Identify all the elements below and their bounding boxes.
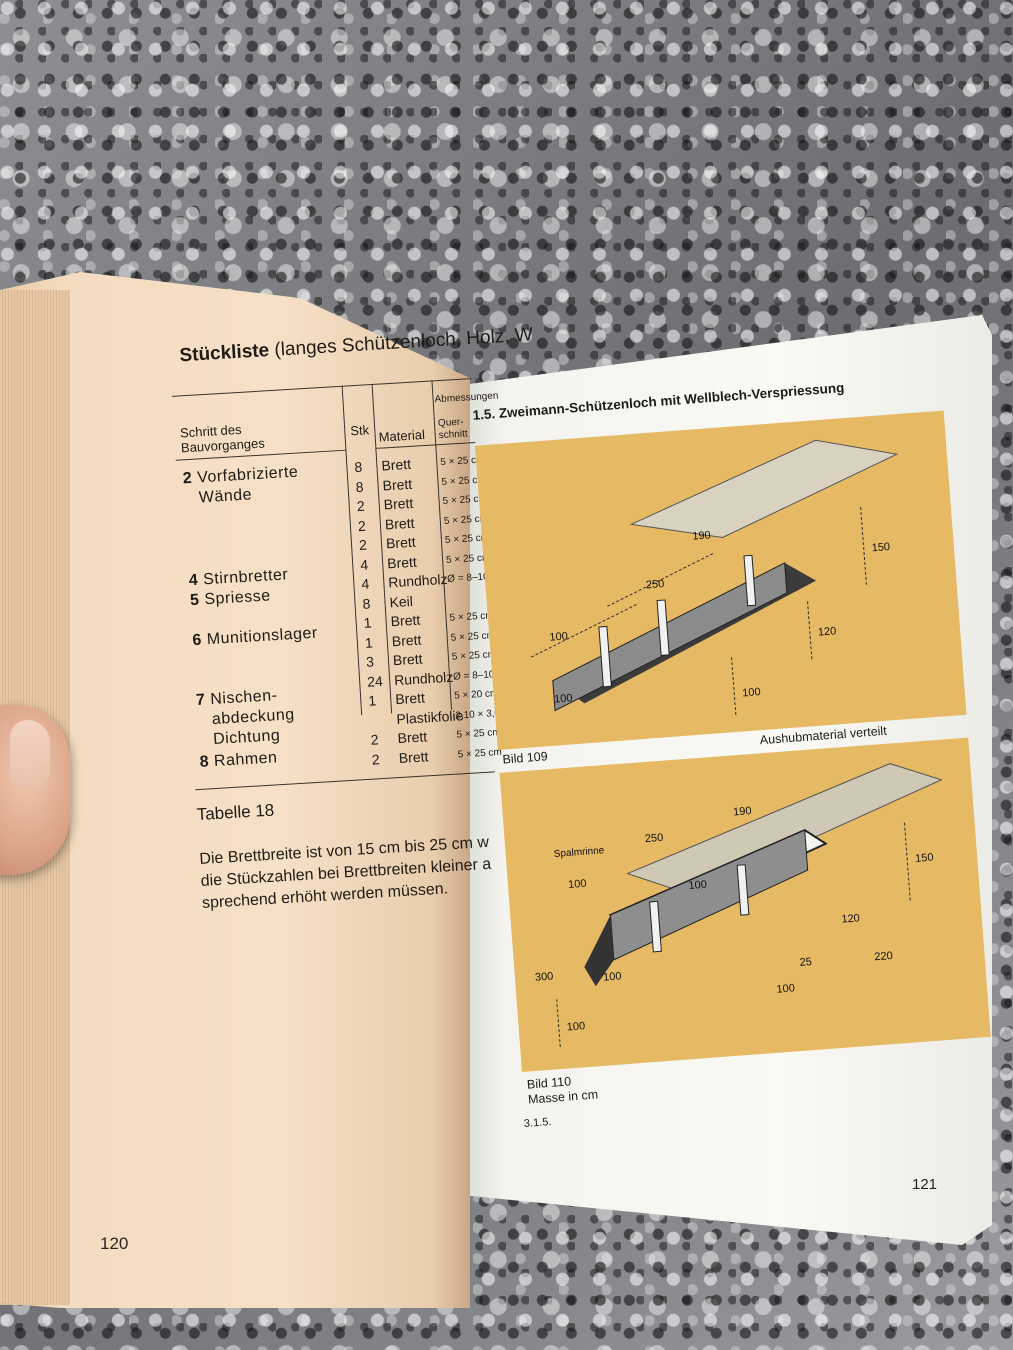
row-qty: 8 (362, 594, 371, 612)
header-qty: Stk (349, 422, 370, 439)
table-top-rule (171, 378, 472, 397)
left-page-number: 120 (100, 1234, 129, 1253)
row-qty: 2 (358, 536, 368, 554)
row-material: Brett (380, 455, 412, 474)
figure-110: 190 250 100 100 150 120 25 100 220 300 1… (499, 737, 991, 1073)
trench-illustration-1: 190 250 100 150 120 100 100 (530, 439, 899, 718)
dim-line-100b (731, 657, 737, 718)
table-caption: Tabelle 18 (196, 800, 275, 825)
header-material: Material (378, 426, 426, 445)
row-material: Brett (383, 494, 414, 513)
dim-label: 100 (603, 970, 622, 983)
dim-line-150 (860, 507, 868, 587)
spoil-heap (629, 439, 899, 539)
section-footer-ref: 3.1.5. (523, 1116, 552, 1131)
row-qty: 1 (367, 692, 377, 709)
row-material: Rundholz (393, 668, 454, 688)
row-material: Brett (398, 747, 429, 766)
dim-label: 100 (568, 878, 587, 891)
dim-label: 150 (871, 541, 890, 554)
step-2: 2 Vorfabrizierte Wände (182, 463, 299, 507)
dim-label: 100 (776, 982, 795, 995)
row-material: Brett (394, 689, 426, 708)
row-qty: 2 (356, 497, 366, 515)
dim-label: 100 (566, 1020, 585, 1033)
row-material: Brett (382, 475, 413, 494)
row-material: Keil (389, 592, 414, 610)
row-qty: 4 (359, 556, 369, 573)
dim-label: 250 (644, 832, 663, 845)
brace-post-3 (743, 554, 757, 607)
dim-label: 100 (549, 630, 568, 643)
row-material: Brett (397, 728, 428, 747)
trench-wall (552, 562, 788, 712)
dim-label: 100 (742, 686, 761, 699)
step-7: 7 Nischen- abdeckung Dichtung (195, 687, 296, 749)
row-material: Plastikfolie (395, 706, 464, 727)
row-material: Brett (390, 611, 421, 630)
dim-line-120 (807, 601, 813, 662)
row-qty: 1 (363, 614, 372, 631)
row-material: Brett (385, 533, 417, 552)
row-qty: 8 (355, 478, 364, 495)
row-material: Brett (391, 631, 422, 649)
dim-label: 120 (841, 912, 860, 925)
row-material: Rundholz (387, 570, 448, 591)
step-6: 6 Munitionslager (191, 624, 319, 650)
dim-label: 250 (645, 578, 664, 591)
rinne-label: Spalmrinne (553, 845, 605, 860)
dim-label: 190 (692, 529, 711, 542)
row-qty: 2 (370, 731, 379, 748)
right-page-number: 121 (912, 1176, 938, 1193)
row-material: Brett (384, 514, 415, 532)
row-qty: 8 (353, 458, 363, 476)
figure-110-caption: Bild 110 Masse in cm (526, 1074, 599, 1107)
row-dimension: 5 × 25 cm (456, 726, 501, 741)
row-qty: 2 (357, 517, 367, 534)
trench-illustration-2: 190 250 100 100 150 120 25 100 220 300 1… (535, 763, 943, 1050)
spoil-spread (626, 763, 943, 895)
row-qty: 4 (360, 575, 370, 592)
brace-post-1 (598, 625, 612, 688)
dim-label: 25 (799, 956, 812, 969)
dim-label: 190 (733, 805, 752, 818)
header-step: Schritt des Bauvorganges (179, 421, 266, 456)
row-qty: 2 (371, 750, 381, 768)
step-5: 5 Spriesse (189, 587, 272, 610)
row-dimension: 5 × 20 cm (453, 688, 499, 702)
left-book-page (0, 272, 470, 1308)
step-8: 8 Rahmen (199, 749, 278, 771)
row-qty: 3 (365, 653, 375, 670)
row-dimension: 5 × 25 cm (457, 746, 503, 761)
parts-list-table: Stückliste (langes Schützenloch, Holz, W… (168, 312, 533, 929)
row-material: Brett (386, 553, 418, 571)
dim-label: 120 (817, 625, 836, 638)
header-cross-section: Quer- schnitt (437, 416, 468, 442)
dim-line-2b (903, 822, 911, 903)
dim-label: 100 (554, 692, 573, 705)
brace-post-2 (656, 599, 670, 656)
thumbnail-nail (10, 720, 50, 790)
section-title: 1.5. Zweimann-Schützenloch mit Wellblech… (472, 379, 845, 423)
dim-label: 220 (874, 950, 893, 963)
row-qty: 1 (364, 633, 374, 651)
dim-line-2a (556, 999, 561, 1050)
dim-label: 100 (688, 879, 707, 892)
row-qty: 24 (366, 672, 384, 690)
trench-floor-2 (584, 914, 614, 987)
dim-label: 150 (915, 852, 934, 865)
table-bottom-rule (195, 771, 495, 791)
dim-label: 300 (535, 970, 554, 983)
figure-109-caption: Bild 109 (502, 749, 549, 767)
row-material: Brett (392, 650, 423, 669)
right-page-content: 1.5. Zweimann-Schützenloch mit Wellblech… (470, 343, 1013, 1198)
figure-109: 190 250 100 150 120 100 100 (474, 410, 967, 750)
brace-post-b (736, 864, 750, 916)
brace-post-a (649, 900, 662, 953)
table-title: Stückliste (langes Schützenloch, Holz, W (178, 324, 534, 367)
